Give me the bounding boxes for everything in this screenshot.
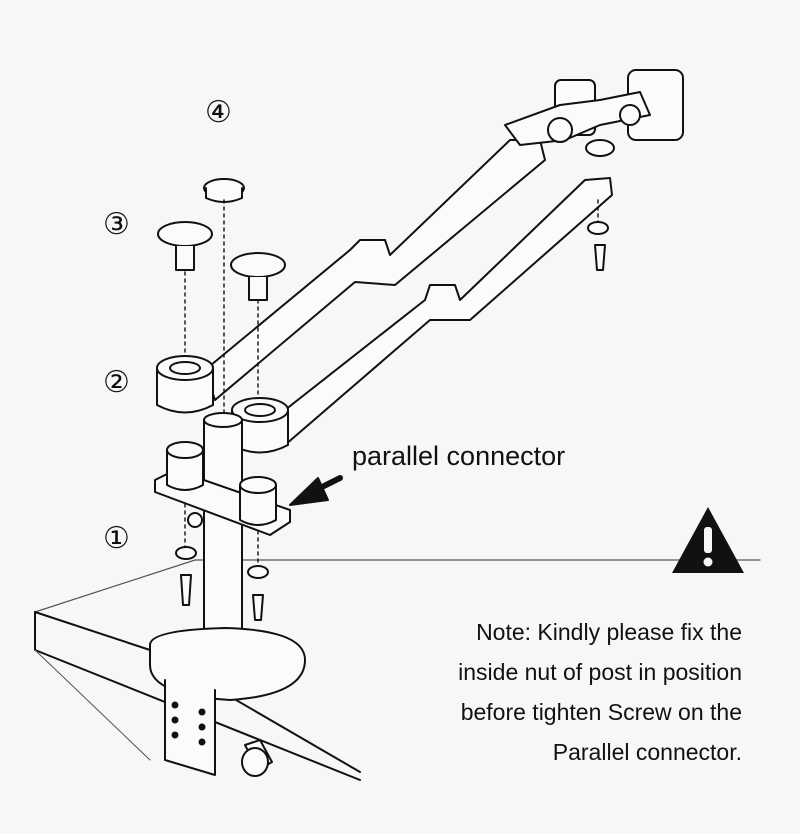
screw-right <box>587 221 609 271</box>
cap-4 <box>203 178 245 203</box>
note-line: Parallel connector. <box>552 739 742 765</box>
note-line: inside nut of post in position <box>458 659 742 685</box>
warning-triangle-icon <box>672 507 744 573</box>
vesa-head <box>504 69 684 157</box>
screws-bottom <box>175 546 269 621</box>
callout-arrow <box>289 475 343 506</box>
note-line: before tighten Screw on the <box>460 699 742 725</box>
step-3-marker: ③ <box>103 207 130 242</box>
step-2-marker: ② <box>103 365 130 400</box>
assembly-note: Note: Kindly please fix the inside nut o… <box>382 612 742 772</box>
desk-clamp <box>149 627 306 777</box>
step-1-marker: ① <box>103 521 130 556</box>
step-4-marker: ④ <box>205 95 232 130</box>
parallel-connector-bracket <box>154 441 291 536</box>
parallel-connector-label: parallel connector <box>352 441 566 471</box>
cap-3-right <box>230 252 286 301</box>
note-line: Note: Kindly please fix the <box>476 619 742 645</box>
cap-3-left <box>157 221 213 271</box>
lower-arm <box>284 177 613 446</box>
collar-upper <box>156 355 214 414</box>
